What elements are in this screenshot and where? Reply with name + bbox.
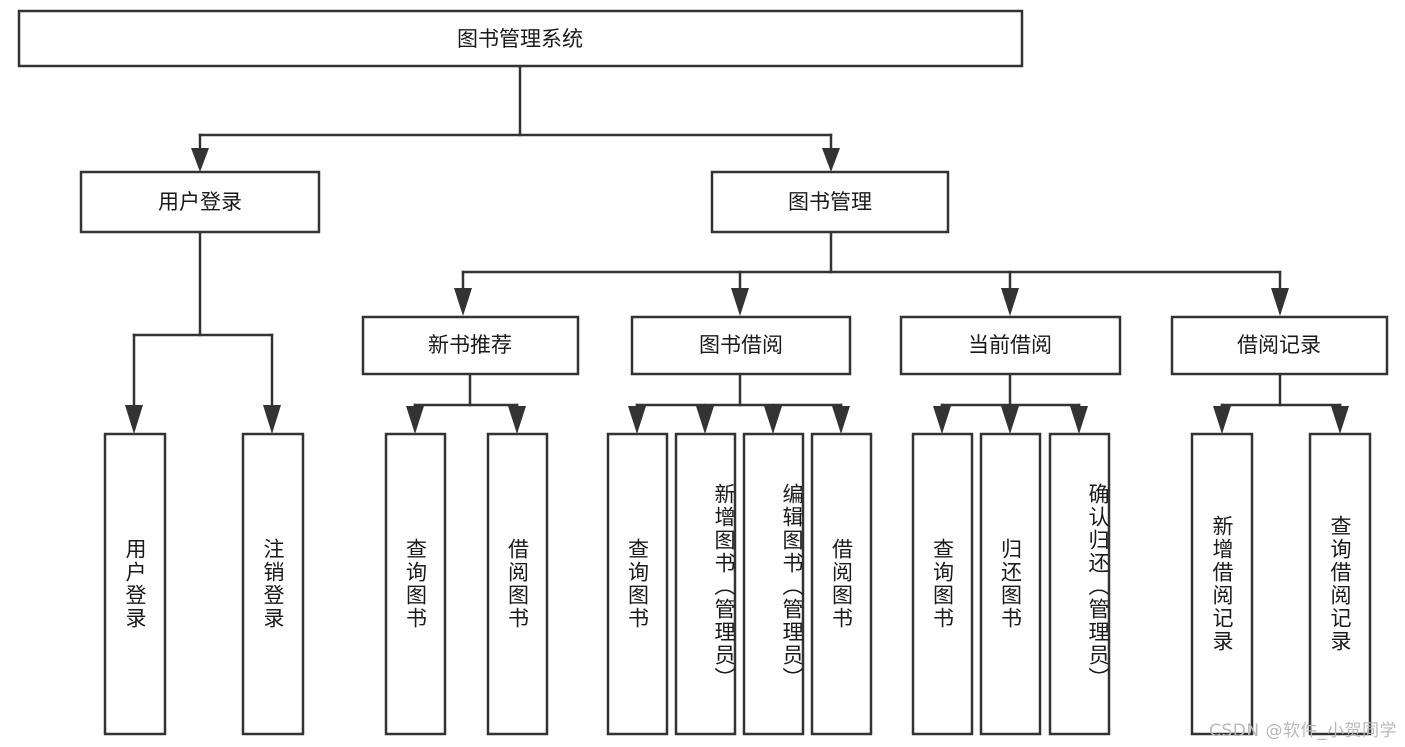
connector-new-book-recommend-to-leaves: [406, 372, 526, 434]
node-user-login-label: 用户登录: [158, 190, 242, 214]
node-leaf-logout-login[interactable]: [241, 432, 305, 736]
arrow-to-new-book-recommend: [454, 288, 472, 316]
arrow-to-book-management: [822, 148, 840, 172]
node-leaf-add-book-admin[interactable]: [674, 432, 737, 736]
arrow-to-borrow-record: [1271, 288, 1289, 316]
connector-current-borrow-to-leaves: [933, 372, 1088, 434]
arrow-to-leaf-logout-login: [263, 405, 281, 434]
node-leaf-query-book-1[interactable]: [384, 432, 447, 736]
arrow-to-leaf-edit-book-admin: [764, 406, 782, 434]
node-root-system[interactable]: 图书管理系统: [17, 9, 1024, 68]
arrow-to-leaf-user-login: [125, 405, 143, 434]
node-book-borrow[interactable]: 图书借阅: [630, 315, 852, 376]
arrow-to-leaf-add-borrow-record: [1213, 406, 1231, 434]
arrow-to-leaf-borrow-book-2: [832, 406, 850, 434]
arrow-to-user-login: [191, 148, 209, 172]
arrow-to-leaf-query-book-1: [406, 406, 424, 434]
node-root-system-label: 图书管理系统: [457, 27, 583, 51]
arrow-to-book-borrow: [731, 288, 749, 316]
node-new-book-recommend-label: 新书推荐: [428, 333, 512, 357]
arrow-to-current-borrow: [1001, 288, 1019, 316]
arrow-to-leaf-add-book-admin: [696, 406, 714, 434]
arrow-to-leaf-borrow-book-1: [508, 406, 526, 434]
node-book-management[interactable]: 图书管理: [710, 170, 950, 234]
arrow-to-leaf-query-book-2: [628, 406, 646, 434]
node-borrow-record-label: 借阅记录: [1237, 333, 1321, 357]
node-leaf-add-borrow-record[interactable]: [1190, 432, 1254, 736]
node-current-borrow-label: 当前借阅: [968, 333, 1052, 357]
node-current-borrow[interactable]: 当前借阅: [899, 315, 1122, 376]
connector-root-to-level2: [191, 64, 840, 172]
arrow-to-leaf-return-book: [1001, 406, 1019, 434]
arrow-to-leaf-query-book-3: [933, 406, 951, 434]
connector-book-borrow-to-leaves: [628, 372, 850, 434]
node-leaf-edit-book-admin[interactable]: [742, 432, 805, 736]
node-leaf-query-book-2[interactable]: [606, 432, 669, 736]
node-user-login[interactable]: 用户登录: [79, 170, 321, 234]
watermark-text: CSDN @软件_小贺同学: [1209, 721, 1397, 741]
node-new-book-recommend[interactable]: 新书推荐: [361, 315, 580, 376]
node-leaf-borrow-book-1[interactable]: [486, 432, 549, 736]
node-leaf-user-login[interactable]: [103, 432, 167, 736]
connector-user-login-to-leaves: [125, 230, 281, 434]
connector-borrow-record-to-leaves: [1213, 372, 1349, 434]
node-leaf-borrow-book-2[interactable]: [810, 432, 873, 736]
node-borrow-record[interactable]: 借阅记录: [1170, 315, 1389, 376]
node-leaf-query-book-3[interactable]: [911, 432, 974, 736]
node-book-borrow-label: 图书借阅: [699, 333, 783, 357]
connector-book-management-to-level3: [454, 230, 1289, 316]
arrow-to-leaf-query-borrow-record: [1331, 406, 1349, 434]
arrow-to-leaf-confirm-return-admin: [1070, 406, 1088, 434]
node-leaf-query-borrow-record[interactable]: [1308, 432, 1372, 736]
node-leaf-return-book[interactable]: [979, 432, 1042, 736]
node-book-management-label: 图书管理: [788, 190, 872, 214]
node-leaf-confirm-return-admin[interactable]: [1048, 432, 1111, 736]
